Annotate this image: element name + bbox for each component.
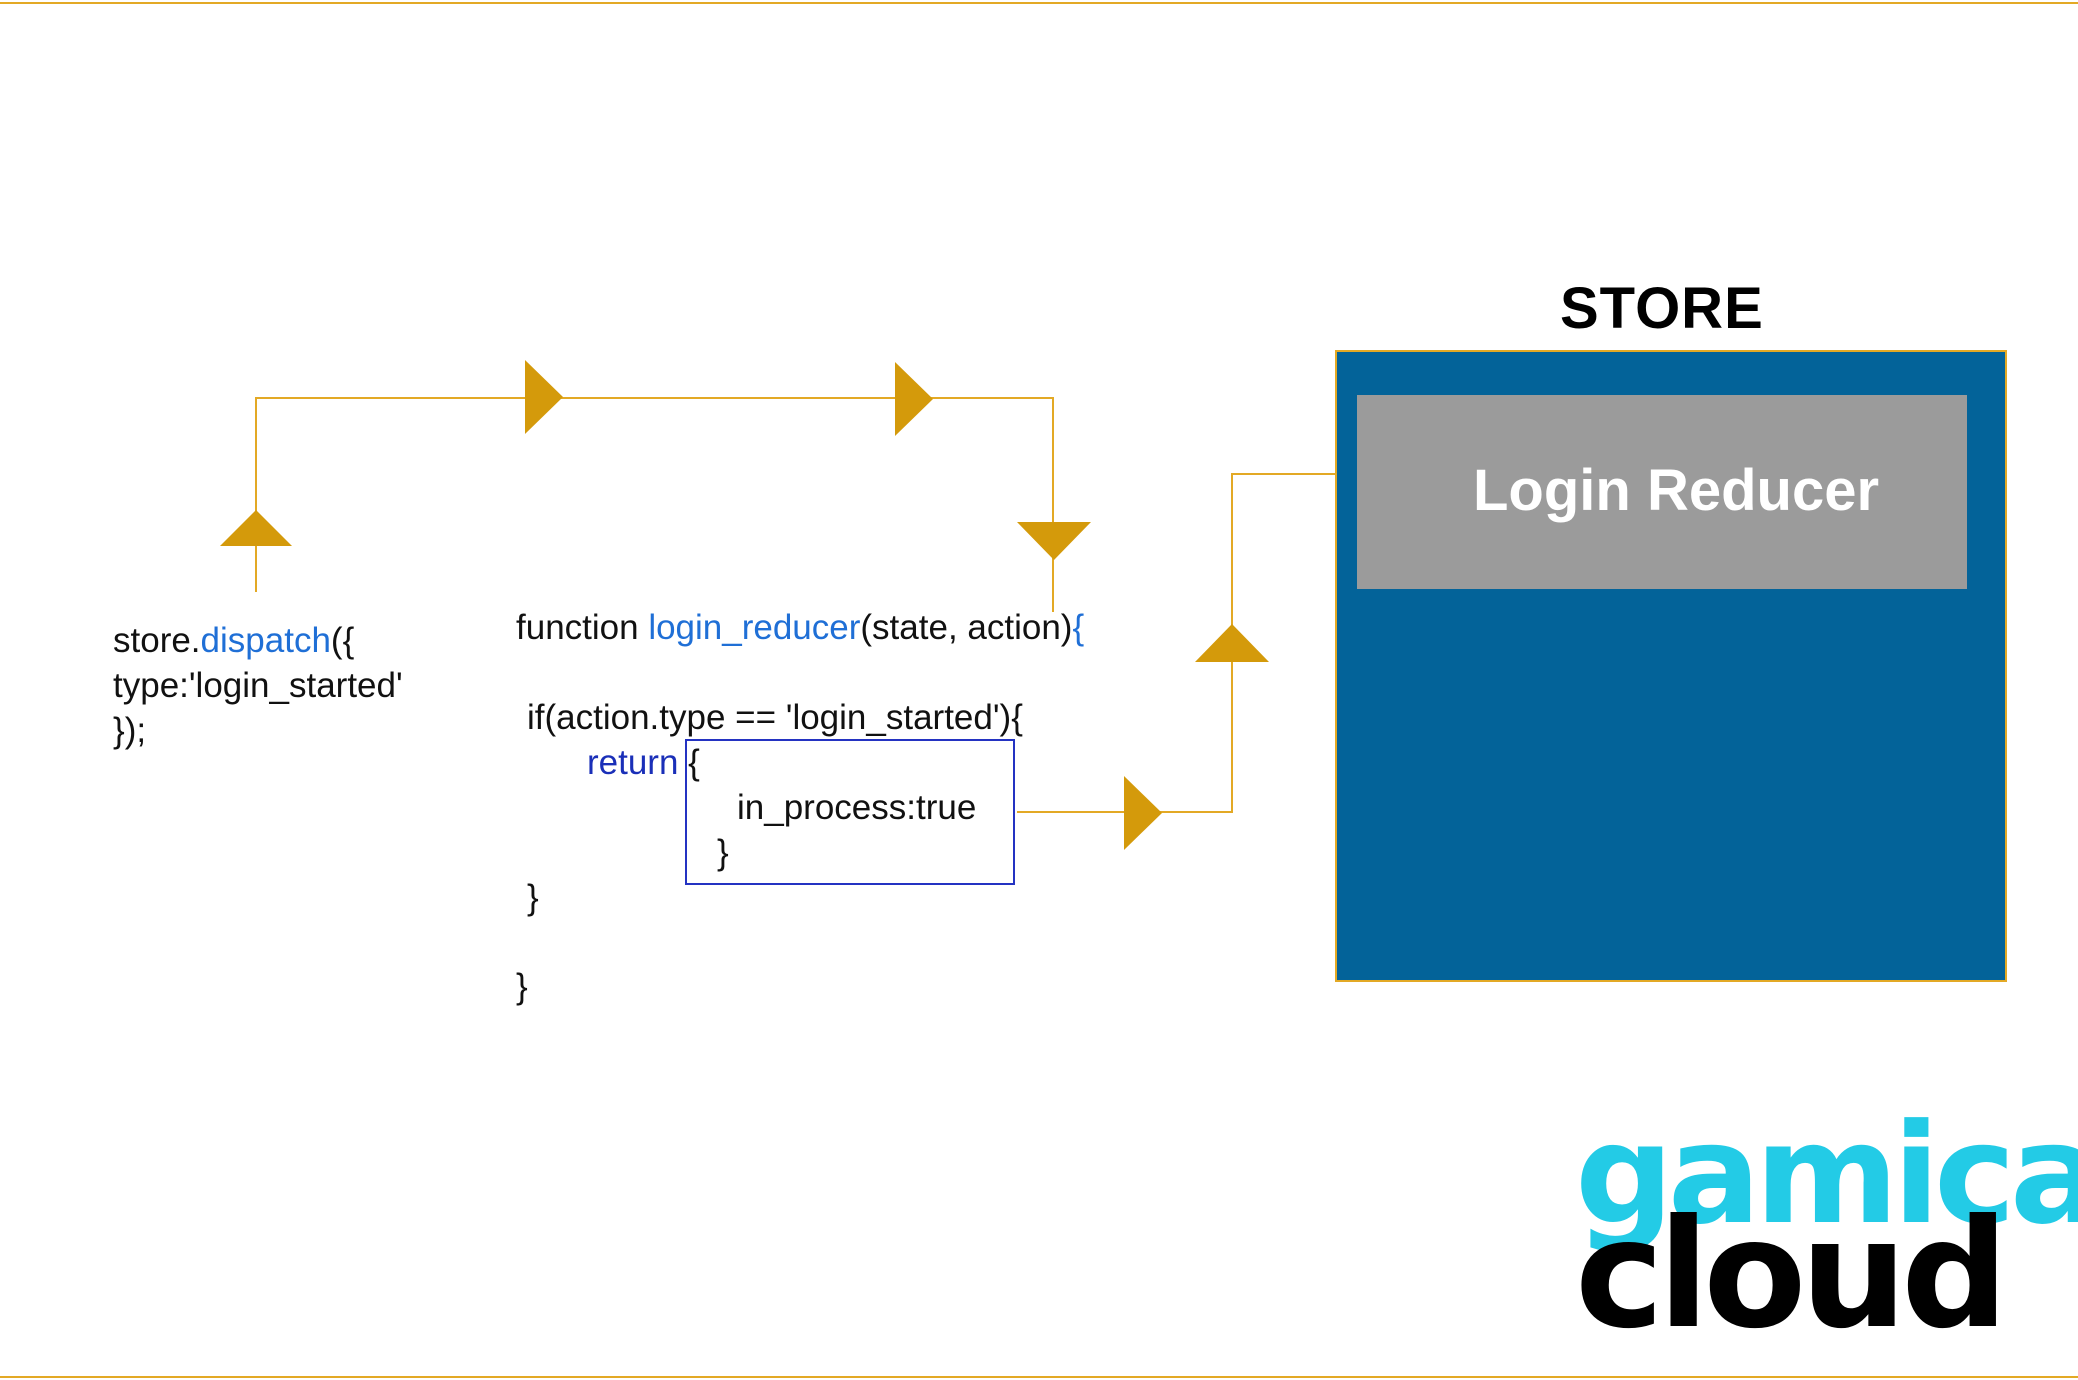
if-statement-line: if(action.type == 'login_started'){ bbox=[527, 698, 1023, 737]
top-divider bbox=[0, 2, 2078, 4]
function-close-line: } bbox=[516, 967, 528, 1006]
dispatch-to-reducer-connector bbox=[255, 397, 1054, 612]
return-close-line: } bbox=[717, 833, 729, 872]
arrowhead-up-store bbox=[1195, 624, 1269, 662]
arrowhead-right-1 bbox=[525, 360, 563, 434]
bottom-divider bbox=[0, 1376, 2078, 1378]
reducer-signature-line: function login_reducer(state, action){ bbox=[516, 608, 1085, 647]
return-body-line: in_process:true bbox=[737, 788, 977, 827]
dispatch-method: dispatch bbox=[200, 621, 331, 660]
arrowhead-right-2 bbox=[895, 362, 933, 436]
dispatch-code-block: store.dispatch({ type:'login_started' })… bbox=[113, 618, 403, 753]
gamica-cloud-logo: gamica cloud bbox=[1575, 1106, 2078, 1351]
logo-word-cloud: cloud bbox=[1575, 1188, 2009, 1362]
dispatch-line-1: store.dispatch({ bbox=[113, 621, 355, 660]
dispatch-line-2: type:'login_started' bbox=[113, 666, 403, 705]
dispatch-line-3: }); bbox=[113, 711, 147, 750]
store-container: Login Reducer bbox=[1335, 350, 2007, 982]
login-reducer-block: Login Reducer bbox=[1357, 395, 1967, 589]
login-reducer-label: Login Reducer bbox=[1473, 458, 1880, 523]
arrowhead-up-dispatch bbox=[220, 510, 292, 546]
logo-word-gamica: gamica bbox=[1575, 1094, 2078, 1255]
return-line: return { bbox=[587, 743, 700, 782]
arrowhead-right-return bbox=[1124, 776, 1162, 850]
store-title: STORE bbox=[1560, 276, 1764, 341]
return-keyword: return bbox=[587, 743, 679, 782]
return-object-highlight bbox=[685, 739, 1015, 885]
if-close-line: } bbox=[527, 878, 539, 917]
reducer-function-name: login_reducer bbox=[648, 608, 861, 647]
arrowhead-down-reducer bbox=[1017, 522, 1091, 560]
